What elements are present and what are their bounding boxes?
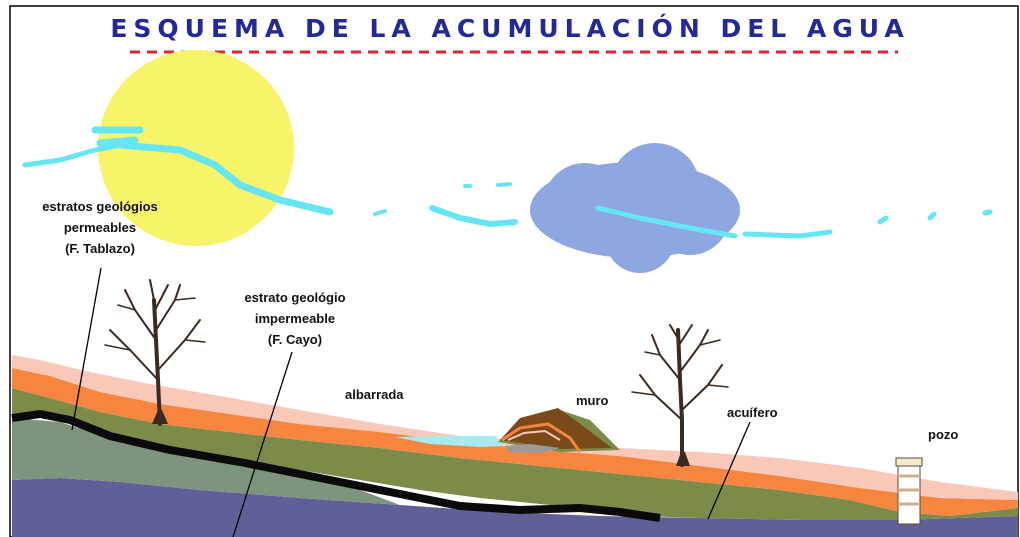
label-impermeable-stratum: estrato geológio impermeable (F. Cayo) <box>244 290 346 347</box>
top-soil-layer <box>12 355 1018 500</box>
diagram-frame <box>9 5 1019 537</box>
sun <box>98 50 294 246</box>
green-layer <box>12 388 1018 520</box>
label-muro: muro <box>576 393 609 408</box>
tree-right-base <box>676 452 690 466</box>
pozo-well <box>895 457 923 525</box>
orange-layer <box>12 368 1018 516</box>
tree-left <box>104 279 206 426</box>
albarrada-pond <box>395 436 505 447</box>
tree-right <box>631 324 729 467</box>
diagram-title: ESQUEMA DE LA ACUMULACIÓN DEL AGUA <box>110 14 910 43</box>
impermeable-black-layer <box>11 409 661 522</box>
pointer-acuifero <box>707 421 751 520</box>
label-albarrada: albarrada <box>345 387 404 402</box>
label-permeable-strata: estratos geológios permeables (F. Tablaz… <box>42 199 158 256</box>
evaporation-streams <box>22 126 993 239</box>
pointer-impermeable <box>232 351 293 537</box>
pointer-permeable <box>71 267 102 431</box>
muro-wall <box>498 408 620 453</box>
cloud <box>530 143 740 273</box>
tree-left-base <box>152 410 168 424</box>
pointer-lines <box>71 267 751 537</box>
purple-layer <box>12 478 1018 537</box>
label-acuifero: acuífero <box>727 405 778 420</box>
label-pozo: pozo <box>928 427 959 442</box>
